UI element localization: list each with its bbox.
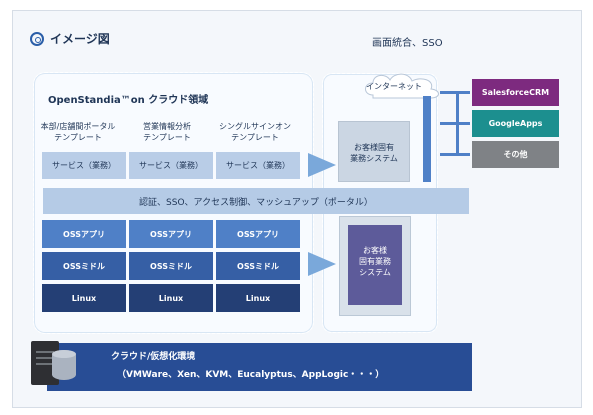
bottom-title: クラウド/仮想化環境	[111, 352, 196, 362]
oss-app-3: OSSアプリ	[216, 220, 300, 248]
customer-system-container: お客様 固有業務 システム	[339, 216, 411, 316]
oss-app-2: OSSアプリ	[129, 220, 213, 248]
internet-label: インターネット	[366, 82, 422, 91]
customer-system-box-1: お客様固有 業務システム	[338, 121, 410, 182]
cloud-icon	[365, 73, 439, 99]
google-apps-box: GoogleApps	[472, 110, 559, 137]
network-connector	[423, 96, 431, 182]
oss-middleware-1: OSSミドル	[42, 252, 126, 280]
service-box-1: サービス（業務）	[42, 152, 126, 179]
column-label-sso-template: シングルサインオン テンプレート	[219, 122, 291, 142]
saas-branch-3	[440, 153, 470, 156]
screen-integration-label: 画面統合、SSO	[372, 38, 443, 49]
database-icon	[52, 350, 76, 380]
service-box-2: サービス（業務）	[129, 152, 213, 179]
column-label-sales-analysis-template: 営業情報分析 テンプレート	[143, 122, 191, 142]
portal-bar: 認証、SSO、アクセス制御、マッシュアップ（ポータル）	[43, 188, 469, 214]
bottom-subtitle: （VMWare、Xen、KVM、Eucalyptus、AppLogic・・・）	[117, 370, 385, 380]
cloud-virtualization-bar: クラウド/仮想化環境 （VMWare、Xen、KVM、Eucalyptus、Ap…	[47, 343, 472, 391]
diagram-title: イメージ図	[30, 30, 110, 47]
column-label-portal-template: 本部/店舗間ポータル テンプレート	[40, 122, 116, 142]
cloud-area-title: OpenStandia™on クラウド領域	[48, 95, 209, 106]
oss-app-1: OSSアプリ	[42, 220, 126, 248]
oss-middleware-3: OSSミドル	[216, 252, 300, 280]
linux-layer-1: Linux	[42, 284, 126, 312]
right-arrow-icon	[308, 153, 336, 177]
linux-layer-2: Linux	[129, 284, 213, 312]
oss-middleware-2: OSSミドル	[129, 252, 213, 280]
saas-branch-2	[440, 122, 470, 125]
right-arrow-icon	[308, 252, 336, 276]
service-box-3: サービス（業務）	[216, 152, 300, 179]
linux-layer-3: Linux	[216, 284, 300, 312]
others-box: その他	[472, 141, 559, 168]
saas-branch-1	[440, 91, 470, 94]
title-text: イメージ図	[50, 32, 110, 46]
customer-system-box-2: お客様 固有業務 システム	[348, 225, 402, 305]
salesforce-crm-box: SalesforceCRM	[472, 79, 559, 106]
circle-logo-icon	[30, 31, 44, 46]
